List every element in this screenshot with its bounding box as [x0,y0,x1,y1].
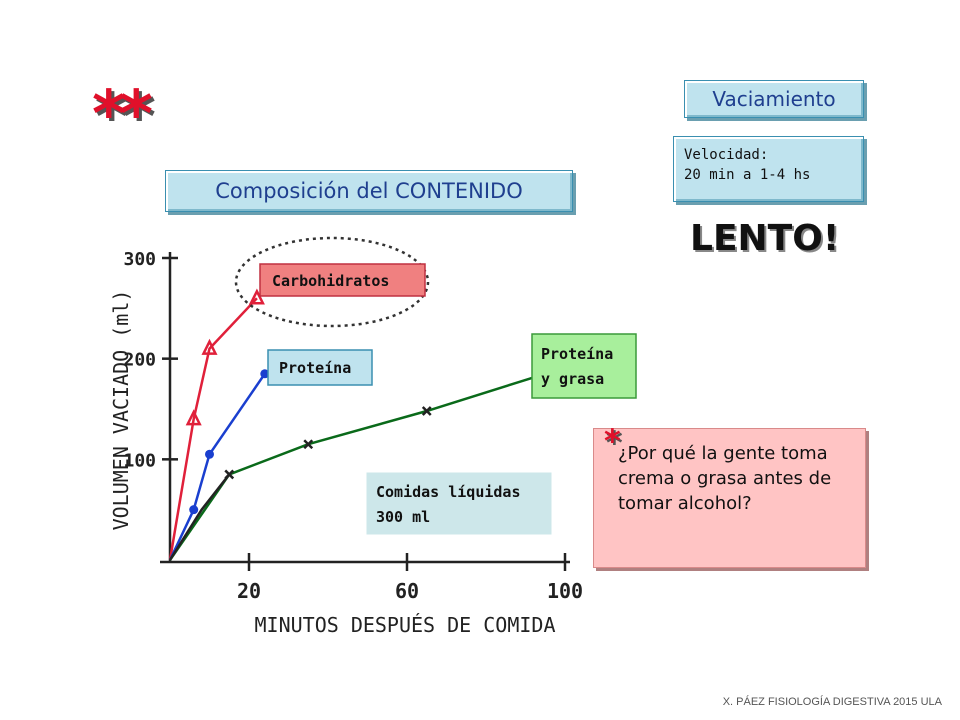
liquidas-label-1: Comidas líquidas [376,483,521,501]
point-proteina-3 [260,369,270,379]
proteina-grasa-label-1: Proteína [541,345,613,363]
proteina-grasa-label-box [531,333,637,399]
question-box: * ¿Por qué la gente toma crema o grasa a… [593,422,866,568]
x-tick-label-1: 60 [395,579,419,603]
lento-heading: LENTO! [690,218,840,259]
asterisk-icon: * [604,422,621,460]
velocidad-value: 20 min a 1-4 hs [684,167,811,183]
vaciamiento-title: Vaciamiento [684,80,864,118]
point-proteina-2 [205,449,214,459]
point-carbohidratos-3 [248,288,265,305]
y-tick-label-0: 100 [123,450,156,471]
series-line-carbohidratos [168,297,258,561]
composicion-title: Composición del CONTENIDO [165,170,573,212]
proteina-grasa-label-2: y grasa [541,370,604,388]
point-proteina-1 [189,505,199,515]
series-line-proteina [168,373,266,561]
y-tick-label-1: 200 [123,350,156,371]
liquidas-label-box [366,472,552,535]
question-text: ¿Por qué la gente toma crema o grasa ant… [618,443,832,514]
carbohidratos-label: Carbohidratos [272,272,389,290]
proteina-label-box [267,349,373,386]
point-proteina_grasa-2 [303,439,314,450]
liquidas-label-2: 300 ml [376,508,430,526]
point-carbohidratos-2 [201,338,218,355]
proteina-label: Proteína [279,359,351,377]
footer-credit: X. PÁEZ FISIOLOGÍA DIGESTIVA 2015 ULA [722,696,942,708]
y-axis-label: VOLUMEN VACIADO (ml) [109,290,133,531]
highlight-ellipse [234,236,430,328]
carbohidratos-label-box [259,263,426,297]
emphasis-stars: ** [92,78,153,152]
series-line-liquidas [168,473,231,561]
x-tick-label-0: 20 [237,579,261,603]
x-tick-label-2: 100 [547,579,583,603]
point-carbohidratos-1 [185,409,202,426]
point-proteina_grasa-3 [421,406,432,416]
velocidad-box: Velocidad: 20 min a 1-4 hs [673,136,864,202]
y-tick-label-2: 300 [123,249,156,270]
x-axis-label: MINUTOS DESPUÉS DE COMIDA [254,613,555,637]
velocidad-label: Velocidad: [684,147,769,163]
